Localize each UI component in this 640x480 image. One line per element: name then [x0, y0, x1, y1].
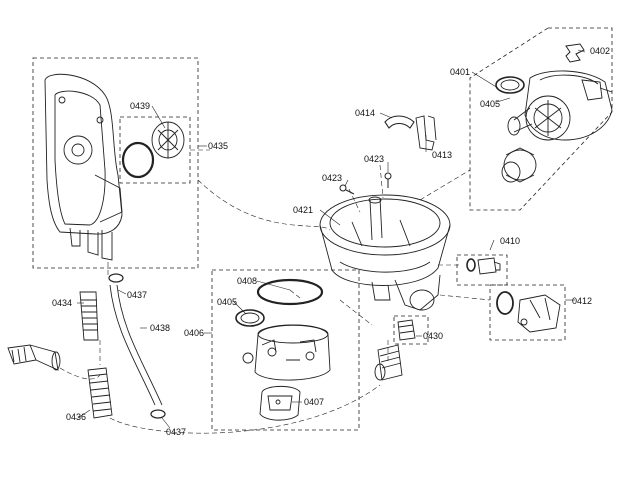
label-0410: 0410 — [500, 236, 521, 246]
part-0402 — [565, 43, 585, 63]
o-ring-0408 — [256, 278, 324, 306]
label-0407: 0407 — [304, 397, 325, 407]
group-boxes — [32, 27, 613, 431]
label-0402: 0402 — [590, 46, 611, 56]
group-box-0401 — [469, 27, 613, 211]
group-box-0430 — [393, 315, 429, 345]
clamp-0437-top — [108, 273, 124, 283]
group-box-0439 — [119, 116, 191, 184]
label-0439: 0439 — [130, 101, 151, 111]
assembly-guide-lines — [59, 149, 491, 434]
hose-0438 — [109, 284, 163, 406]
label-0438: 0438 — [150, 323, 171, 333]
label-0423-upper: 0423 — [364, 154, 385, 164]
group-box-0410 — [456, 254, 508, 286]
pump-0401 — [495, 70, 613, 183]
clamp-0437-bottom — [150, 409, 166, 419]
group-box-0412 — [489, 284, 566, 341]
valve-0410 — [466, 257, 501, 275]
label-0435: 0435 — [208, 141, 229, 151]
bracket-0413 — [415, 115, 437, 151]
label-0436: 0436 — [66, 412, 87, 422]
drain-connector-left — [7, 344, 61, 371]
ring-0405-lower — [235, 309, 265, 327]
label-0434: 0434 — [52, 298, 73, 308]
label-0423-lower: 0423 — [322, 173, 343, 183]
o-ring-0439 — [121, 141, 155, 179]
label-0406: 0406 — [184, 328, 205, 338]
label-0405-lower: 0405 — [217, 297, 238, 307]
label-0405-upper: 0405 — [480, 99, 501, 109]
o-ring-0412 — [496, 291, 514, 315]
part-0434 — [79, 291, 99, 341]
label-0401: 0401 — [450, 67, 471, 77]
hose-0436 — [87, 367, 113, 419]
label-0437-upper: 0437 — [127, 290, 148, 300]
group-box-0406 — [211, 269, 360, 431]
screw-0423-lower — [339, 184, 355, 195]
sump-0421 — [319, 194, 451, 311]
label-0430: 0430 — [423, 331, 444, 341]
housing-0435 — [44, 73, 123, 261]
label-0421: 0421 — [293, 205, 314, 215]
label-0412: 0412 — [572, 296, 593, 306]
part-0439 — [121, 121, 185, 179]
connector-0430 — [397, 319, 416, 341]
group-box-0435 — [32, 57, 199, 269]
pump-0406 — [235, 278, 331, 421]
label-0408: 0408 — [237, 276, 258, 286]
inlet-connector — [374, 344, 403, 381]
part-0412 — [496, 291, 561, 333]
ring-0405-upper — [495, 76, 525, 94]
clip-0414 — [384, 115, 415, 129]
label-0414: 0414 — [355, 108, 376, 118]
leader-lines — [77, 49, 586, 429]
label-0413: 0413 — [432, 150, 453, 160]
label-0437-lower: 0437 — [166, 427, 187, 437]
screw-0423-upper — [384, 172, 392, 188]
